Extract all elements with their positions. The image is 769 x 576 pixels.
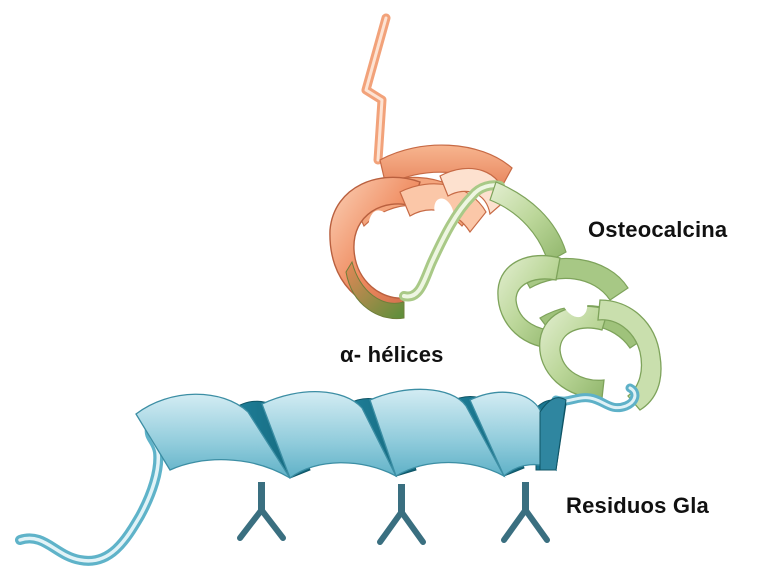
gla-residue-3	[504, 482, 547, 540]
label-gla-residues: Residuos Gla	[566, 493, 709, 519]
label-alpha-helices: α- hélices	[340, 342, 444, 368]
gla-residues	[240, 482, 547, 542]
orange-helix	[330, 18, 512, 319]
gla-residue-2	[380, 484, 423, 542]
label-osteocalcina: Osteocalcina	[588, 217, 727, 243]
blue-helix	[20, 389, 566, 561]
gla-residue-1	[240, 482, 283, 538]
